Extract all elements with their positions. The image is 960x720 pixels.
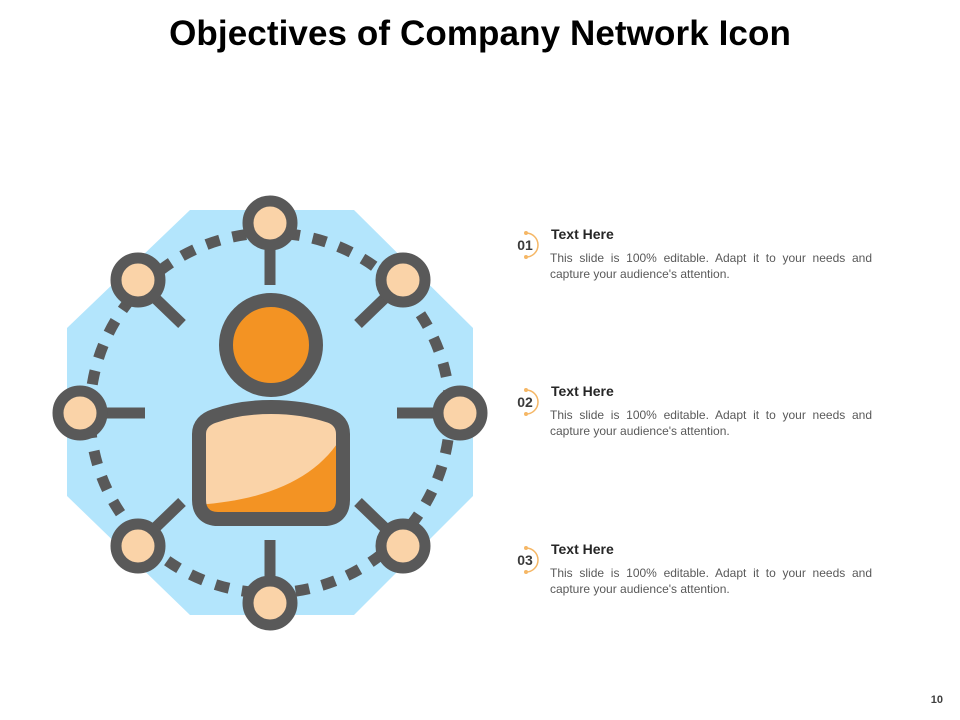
node-top-right — [375, 252, 431, 308]
person-head — [219, 293, 323, 397]
network-nodes — [52, 195, 488, 631]
node-bottom — [242, 575, 298, 631]
item-heading: Text Here — [551, 226, 614, 242]
number-badge: 01 — [510, 230, 540, 260]
node-bottom-left — [110, 518, 166, 574]
network-spokes — [107, 250, 433, 576]
number-ring-icon — [524, 231, 539, 259]
page-title: Objectives of Company Network Icon — [169, 14, 791, 53]
number-ring-icon — [524, 388, 539, 416]
node-bottom-right — [375, 518, 431, 574]
node-left — [52, 385, 108, 441]
number-badge: 02 — [510, 387, 540, 417]
item-number: 03 — [517, 552, 533, 568]
node-top-left — [110, 252, 166, 308]
list-item: 02 Text Here This slide is 100% editable… — [510, 383, 880, 463]
item-heading: Text Here — [551, 383, 614, 399]
list-item: 03 Text Here This slide is 100% editable… — [510, 541, 880, 621]
page-number: 10 — [930, 694, 943, 706]
node-right — [432, 385, 488, 441]
number-badge: 03 — [510, 545, 540, 575]
item-description: This slide is 100% editable. Adapt it to… — [550, 408, 872, 438]
number-ring-icon — [524, 546, 539, 574]
item-heading: Text Here — [551, 541, 614, 557]
person-body — [192, 400, 350, 526]
item-number: 01 — [517, 237, 533, 253]
item-description: This slide is 100% editable. Adapt it to… — [550, 251, 872, 281]
list-item: 01 Text Here This slide is 100% editable… — [510, 226, 880, 306]
item-description: This slide is 100% editable. Adapt it to… — [550, 566, 872, 596]
item-number: 02 — [517, 394, 533, 410]
node-top — [242, 195, 298, 251]
